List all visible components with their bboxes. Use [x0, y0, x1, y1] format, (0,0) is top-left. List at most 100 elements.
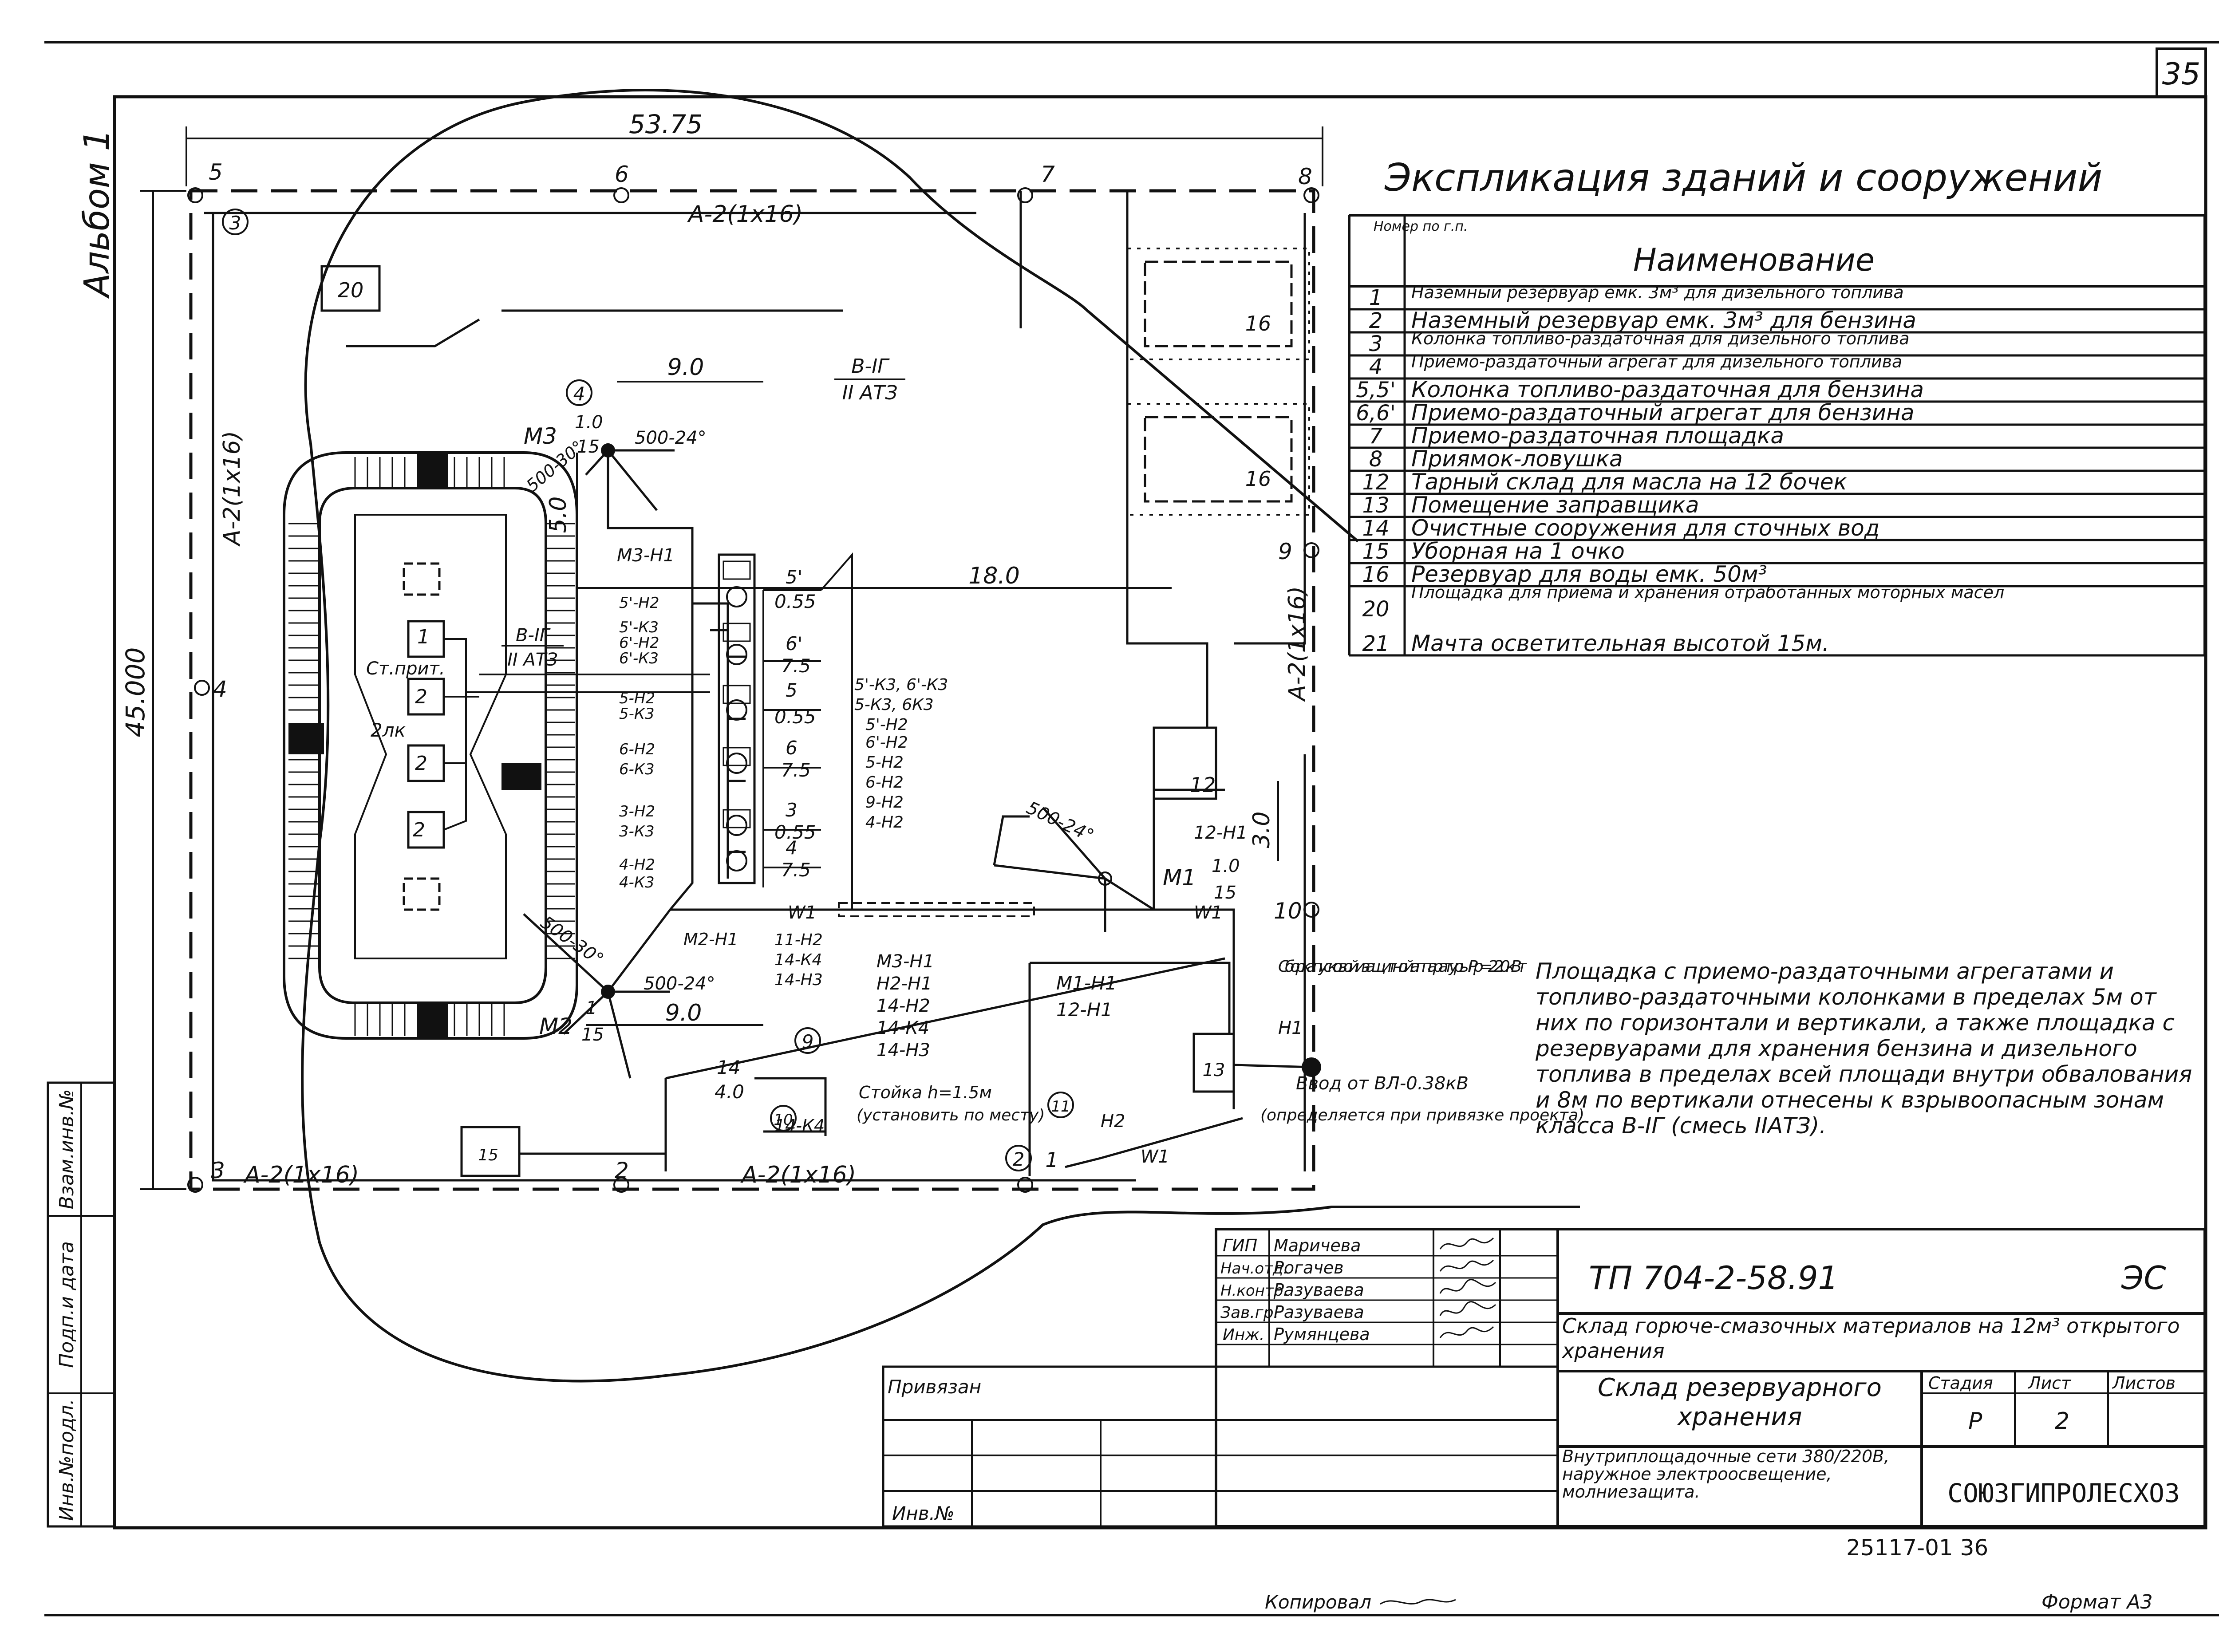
disp-6-val: 7.5 — [781, 759, 811, 781]
fence-label-right: А-2(1х16) — [1284, 586, 1311, 702]
expl-col-num-text: Номер по г.п. — [1374, 219, 1468, 234]
dispenser-block — [718, 552, 853, 910]
tag-12h1: 12-Н1 — [1194, 823, 1248, 843]
stamp-role-2: Н.контр. — [1220, 1282, 1288, 1300]
tank-1: 1 — [417, 626, 430, 648]
tag-l-3: 6'-К3 — [619, 650, 659, 667]
mark-10: 10 — [774, 1111, 793, 1129]
cable-tags-bottom: М2-Н1 11-Н2 14-К4 14-Н3 М3-Н1 Н2-Н1 14-Н… — [617, 545, 1303, 1167]
zone-class-top: В-IГ — [851, 355, 890, 378]
building-16b: 16 — [1245, 467, 1271, 491]
expl-row-name: Приемо-раздаточная площадка — [1411, 426, 1785, 447]
building-13: 13 — [1203, 1060, 1225, 1080]
zone-class-bottom: II АТЗ — [842, 382, 897, 404]
tag-l-10: 4-Н2 — [619, 856, 655, 874]
tag-l-4: 5-Н2 — [619, 690, 655, 707]
expl-row-name: Тарный склад для масла на 12 бочек — [1411, 472, 1847, 493]
expl-row-num: 2 — [1369, 308, 1383, 333]
disp-5p-val: 0.55 — [774, 591, 816, 612]
stand-note: (установить по месту) — [857, 1106, 1045, 1124]
mark-3: 3 — [229, 212, 241, 234]
expl-row-num: 16 — [1362, 562, 1389, 587]
point-7: 7 — [1041, 162, 1055, 187]
mast-m2-bottom: 15 — [581, 1025, 604, 1045]
cable-tags-left: 5'-Н2 5'-К3 6'-Н2 6'-К3 5-Н2 5-К3 6-Н2 6… — [619, 594, 659, 891]
tag-r-5: 6-Н2 — [865, 773, 904, 792]
expl-row-num: 8 — [1369, 447, 1383, 472]
fence — [189, 189, 1315, 1191]
tag-r-1: 5-К3, 6К3 — [854, 696, 934, 714]
stamp-role-4: Инж. — [1223, 1326, 1264, 1344]
disp-5p: 5' — [786, 566, 802, 588]
stamp-sheet: 2 — [2055, 1408, 2069, 1435]
tag-bb-0: М3-Н1 — [877, 951, 934, 972]
archive-number: 25117-01 36 — [1846, 1535, 1988, 1561]
tank-2a: 2 — [415, 686, 427, 708]
dim-9-bottom: 9.0 — [665, 1000, 702, 1026]
stamp-name-3: Разуваева — [1274, 1302, 1364, 1322]
buildings — [320, 248, 1310, 1177]
disp-6: 6 — [786, 737, 798, 759]
copied-signature — [1380, 1599, 1456, 1605]
stamp-stage-label: Стадия — [1928, 1373, 1993, 1393]
hazard-note-box: Площадка с приемо-раздаточными агрегатам… — [1536, 958, 2192, 1139]
format-label: Формат А3 — [2041, 1591, 2153, 1613]
tank-2c: 2 — [413, 819, 425, 841]
expl-row-name-box: Тарный склад для масла на 12 бочек — [1411, 472, 1847, 493]
tag-m2h1: М2-Н1 — [683, 930, 738, 949]
tag-l-6: 6-Н2 — [619, 741, 655, 758]
tank-2b: 2 — [415, 752, 427, 775]
expl-row-name-box: Резервуар для воды емк. 50м³ — [1411, 564, 1767, 585]
expl-row-name: Колонка топливо-раздаточная для бензина — [1411, 379, 1924, 401]
expl-row-name-box: Приемо-раздаточный агрегат для бензина — [1411, 402, 1914, 424]
expl-row-name-box: Очистные сооружения для сточных вод — [1411, 518, 1879, 539]
expl-row-num: 1 — [1369, 285, 1383, 310]
mast-m1-top: 1.0 — [1212, 856, 1240, 876]
tag-l-2: 6'-Н2 — [619, 634, 659, 652]
stamp-role-3: Зав.гр. — [1220, 1304, 1279, 1322]
point-5: 5 — [209, 159, 223, 185]
disp-6p: 6' — [786, 633, 802, 654]
expl-row-name-box: Колонка топливо-раздаточная для дизельно… — [1411, 333, 1910, 348]
tag-ba-3: 14-Н3 — [774, 971, 823, 989]
stamp-role-1: Нач.отд. — [1220, 1260, 1288, 1277]
expl-row-name: Резервуар для воды емк. 50м³ — [1411, 564, 1767, 585]
expl-row-num: 3 — [1369, 331, 1383, 356]
point-2: 2 — [615, 1158, 629, 1183]
tag-r-6: 9-Н2 — [865, 793, 904, 812]
spot-500-24-bottom: 500-24° — [644, 974, 715, 994]
mark-11: 11 — [1051, 1098, 1070, 1116]
mast-m1-bottom: 15 — [1214, 883, 1236, 903]
tag-bb-4: 14-Н3 — [877, 1040, 930, 1061]
side-stamp-inv: Инв.№подл. — [55, 1399, 78, 1521]
stamp-code: ТП 704-2-58.91 — [1589, 1259, 1838, 1297]
expl-row-name-box: Наземный резервуар емк. 3м³ для бензина — [1411, 310, 1916, 331]
post-14-tag: 14-К4 — [774, 1116, 825, 1136]
fence-points — [187, 187, 1319, 1193]
tag-l-11: 4-К3 — [619, 874, 655, 891]
album-label: Альбом 1 — [77, 129, 117, 299]
stamp-project: Склад горюче-смазочных материалов на 12м… — [1562, 1314, 2180, 1363]
mast-m2-top: 1 — [586, 998, 597, 1018]
expl-row-name: Помещение заправщика — [1411, 495, 1699, 516]
tag-r-7: 4-Н2 — [865, 813, 904, 832]
input-note: Ввод от ВЛ-0.38кВ — [1296, 1073, 1469, 1094]
expl-row-name-box: Площадка для приема и хранения отработан… — [1411, 587, 2004, 601]
tag-l-9: 3-К3 — [619, 823, 655, 840]
fence-label-left: А-2(1х16) — [219, 431, 245, 547]
tag-l-1: 5'-К3 — [619, 619, 659, 636]
expl-row-name: Наземный резервуар емк. 3м³ для бензина — [1411, 310, 1916, 331]
tag-bb-3: 14-К4 — [877, 1018, 929, 1038]
dim-height: 45.000 — [120, 647, 150, 737]
expl-row-name: Колонка топливо-раздаточная для дизельно… — [1411, 333, 1910, 348]
side-stamp-replace: Взам.инв.№ — [55, 1089, 78, 1210]
mark-4: 4 — [573, 383, 585, 405]
stamp-mark: ЭС — [2121, 1259, 2166, 1297]
disp-4-val: 7.5 — [781, 859, 811, 881]
tag-r-4: 5-Н2 — [865, 753, 904, 772]
dim-5: 5.0 — [545, 497, 572, 533]
stamp-privyazan: Привязан — [888, 1376, 981, 1398]
building-12: 12 — [1190, 773, 1216, 797]
expl-row-name-box: Колонка топливо-раздаточная для бензина — [1411, 379, 1924, 401]
